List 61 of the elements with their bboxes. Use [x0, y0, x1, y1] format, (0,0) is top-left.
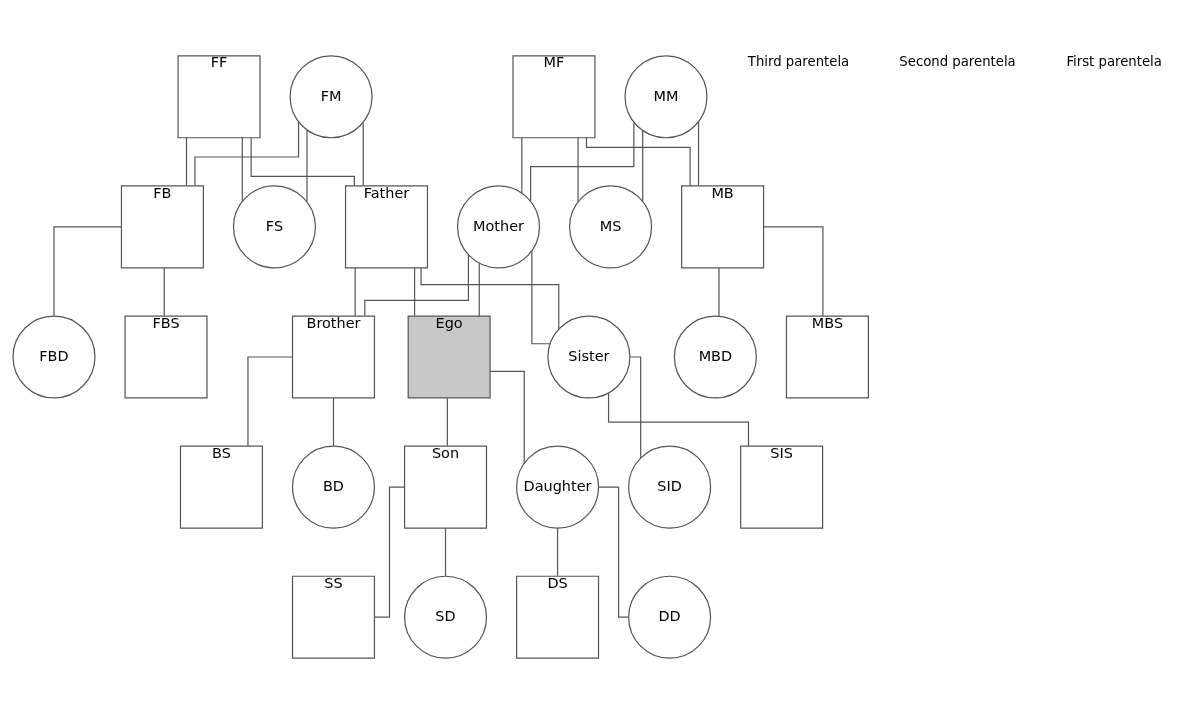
label: Third parentela: [747, 53, 850, 69]
node-box: MF: [512, 54, 596, 138]
node-circle: SD: [403, 575, 488, 659]
node-circle: MS: [569, 184, 653, 268]
connector: [642, 129, 644, 202]
node-circle: Mother: [456, 184, 541, 268]
connector: [420, 266, 560, 329]
connector: [585, 137, 691, 186]
node-box: FF: [177, 54, 261, 138]
connector: [489, 370, 525, 464]
node-circle: SID: [628, 445, 712, 529]
connector: [446, 397, 448, 446]
node-circle: MBD: [673, 314, 757, 399]
node-box: DS: [516, 575, 600, 659]
node-circle: FS: [232, 184, 316, 268]
connector: [247, 355, 293, 447]
node-circle: Sister: [547, 314, 631, 399]
connector: [629, 355, 642, 458]
connector: [414, 266, 416, 316]
connector: [354, 266, 356, 316]
connector: [194, 120, 300, 186]
connector: [556, 527, 559, 576]
label: First parentela: [1066, 53, 1162, 69]
label: Second parentela: [899, 53, 1016, 69]
connector: [697, 120, 700, 186]
connector: [364, 253, 469, 316]
node-box: FBS: [124, 314, 208, 399]
connector: [444, 527, 447, 576]
connector: [577, 136, 579, 202]
node-circle: MM: [624, 54, 708, 138]
node-box: SS: [291, 575, 376, 659]
node-circle: Daughter: [516, 445, 600, 529]
connector: [241, 136, 243, 202]
node-circle: FBD: [12, 314, 96, 399]
connector: [362, 121, 364, 186]
connector: [163, 266, 165, 316]
connector: [530, 121, 635, 202]
connector: [250, 136, 355, 186]
node-box: BS: [179, 445, 263, 529]
connector: [598, 486, 630, 618]
connector: [607, 391, 750, 446]
node-box: Ego: [407, 314, 491, 399]
node-box: Father: [344, 184, 429, 268]
node-circle: FM: [289, 54, 373, 138]
node-circle: DD: [628, 575, 712, 659]
node-circle: BD: [291, 445, 376, 529]
node-box: Son: [403, 445, 488, 529]
node-box: MB: [681, 184, 765, 268]
connector: [718, 266, 720, 317]
node-box: FB: [120, 184, 204, 268]
node-box: MBS: [785, 314, 869, 399]
connector: [521, 136, 523, 194]
connector: [478, 262, 480, 316]
connector: [53, 225, 122, 316]
connector: [531, 250, 551, 344]
node-box: SIS: [740, 445, 824, 529]
connector: [185, 136, 188, 186]
connector: [763, 225, 824, 316]
connector: [306, 128, 308, 202]
connector: [332, 397, 335, 446]
node-box: Brother: [291, 314, 376, 399]
